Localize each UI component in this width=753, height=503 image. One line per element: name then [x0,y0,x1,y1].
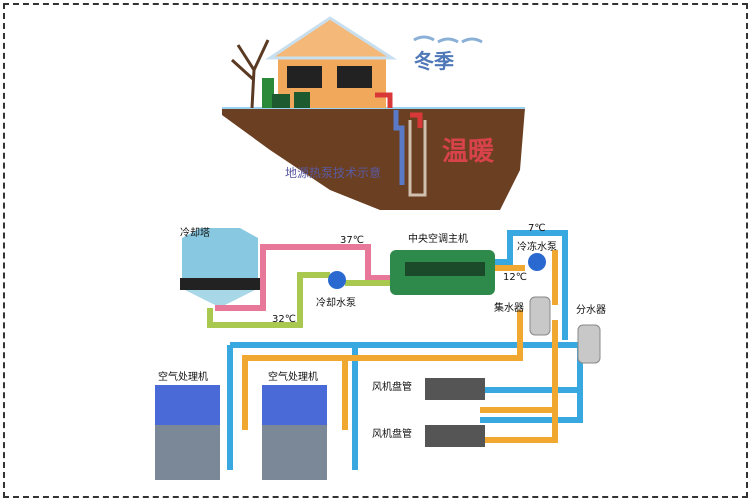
fan-coil-1 [425,378,485,400]
season-label: 冬季 [414,49,454,73]
cooling-pump-label: 冷却水泵 [316,296,356,309]
distributor-label: 分水器 [576,304,606,316]
fan-coil-2-label: 风机盘管 [372,427,412,440]
return-pipe [242,250,558,443]
cooling-pump-icon [328,271,346,289]
collector-label: 集水器 [494,301,524,314]
roof [265,16,398,60]
chilled-pump-icon [528,253,546,271]
ground [222,108,525,210]
caption: 地源热泵技术示意 [285,165,381,180]
temp-cool: 32℃ [272,314,296,325]
ahu-2-label: 空气处理机 [268,370,318,383]
temp-supply: 7℃ [528,223,546,234]
collector [529,296,551,336]
supply-pipe [227,230,583,470]
fan-coil-2 [425,425,485,447]
pipes [207,230,583,470]
ground-source-scene: 冬季 温暖 地源热泵技术示意 [222,16,525,210]
hot-pipe [215,244,390,311]
warm-label: 温暖 [442,137,495,167]
tree [230,39,270,109]
cool-pipe [207,272,390,328]
chiller-label: 中央空调主机 [408,232,468,245]
ahu-1-label: 空气处理机 [158,370,208,383]
temp-hot: 37℃ [340,235,364,246]
distributor [577,324,601,364]
cooling-tower-label: 冷却塔 [180,226,210,239]
chilled-pump-label: 冷冻水泵 [517,240,557,253]
fan-coil-1-label: 风机盘管 [372,380,412,393]
temp-return: 12℃ [503,272,527,283]
cooling-tower [180,228,260,305]
dashed-frame [3,3,748,498]
